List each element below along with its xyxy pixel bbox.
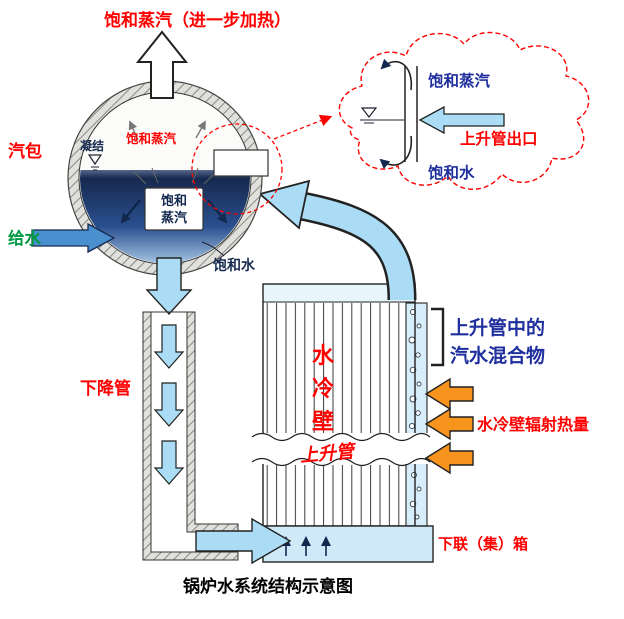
- mixture-label-line2: 汽水混合物: [450, 344, 545, 367]
- lower-header-box: [262, 525, 434, 563]
- diagram-title: 锅炉水系统结构示意图: [183, 576, 353, 597]
- radiation-arrow-1: [424, 377, 474, 411]
- mixture-bracket: [431, 307, 445, 367]
- drum-down-arrow-left: [120, 199, 141, 224]
- drum-level-symbol: [87, 154, 103, 166]
- drum-outlet-pipe: [213, 149, 269, 177]
- drum-steam-arrow-left: [128, 120, 139, 141]
- radiation-arrow-2: [424, 407, 474, 441]
- panel-break-band: 上升管: [251, 432, 431, 467]
- cloud-level-symbol: [360, 107, 378, 118]
- mixture-label-line1: 上升管中的: [450, 316, 545, 339]
- drum-saturated-water-label: 饱和水: [213, 257, 256, 274]
- separator-box: [144, 187, 204, 231]
- downcomer-flow-arrow-1: [153, 324, 185, 369]
- steam-swirl-arrow: [380, 58, 413, 91]
- downcomer: [142, 257, 292, 565]
- wavy-break-bottom: [251, 457, 431, 467]
- condensation-label: 凝结: [80, 138, 104, 153]
- steam-bubbles: [408, 309, 422, 520]
- lower-header: [262, 525, 434, 563]
- panel-top-header: [263, 284, 415, 302]
- radiation-label: 水冷壁辐射热量: [477, 415, 589, 434]
- drum-saturated-steam-label: 饱和蒸汽: [125, 131, 177, 146]
- downcomer-label: 下降管: [80, 378, 131, 399]
- radiation-heat-arrows: [424, 377, 474, 475]
- feedwater-label: 给水: [8, 228, 42, 248]
- wavy-break-top: [251, 432, 431, 442]
- cloud-callout: 饱和蒸汽 上升管出口 饱和水: [338, 31, 590, 190]
- water-wall-panel: 水 冷 壁: [262, 283, 428, 527]
- tube-bank-lower: [266, 465, 406, 526]
- downcomer-flow-arrow-2: [153, 382, 185, 427]
- cloud-riser-outlet-label: 上升管出口: [460, 129, 538, 148]
- riser-label: 上升管: [299, 441, 358, 467]
- separator-box-line2: 蒸汽: [161, 210, 187, 226]
- water-wall-char-3: 壁: [312, 409, 334, 435]
- separator-box-line1: 饱和: [160, 193, 187, 209]
- mixture-inlet-arrow: [418, 105, 505, 135]
- water-swirl-arrow: [379, 135, 413, 169]
- downcomer-flow-arrow-3: [153, 440, 185, 485]
- to-header-arrow: [195, 517, 292, 565]
- top-steam-label: 饱和蒸汽（进一步加热）: [104, 10, 291, 31]
- feedwater-arrow: [31, 222, 116, 254]
- radiation-arrow-3: [424, 441, 474, 475]
- drum-to-downcomer-arrow: [145, 257, 193, 316]
- drum-steam-arrow-right: [195, 120, 206, 139]
- water-wall-char-1: 水: [312, 344, 335, 369]
- drum-label: 汽包: [8, 141, 42, 162]
- cloud-outline: [338, 31, 590, 190]
- tube-bank-upper: [266, 303, 406, 433]
- steam-drum: 饱和 蒸汽 凝结 饱和蒸汽: [67, 80, 269, 276]
- water-wall-char-2: 冷: [312, 376, 334, 402]
- downcomer-pipe-walls: [142, 311, 239, 561]
- riser-to-drum-arrow: [258, 179, 417, 301]
- drum-down-arrow-right: [207, 199, 228, 224]
- cloud-saturated-steam-label: 饱和蒸汽: [428, 71, 491, 90]
- saturated-water-pointer: [201, 241, 225, 257]
- detail-callout-connector: [273, 114, 333, 140]
- cloud-saturated-water-label: 饱和水: [428, 163, 475, 182]
- steam-out-arrow: [135, 30, 189, 99]
- lower-header-label: 下联（集）箱: [438, 535, 528, 553]
- detail-callout-circle: [191, 123, 283, 215]
